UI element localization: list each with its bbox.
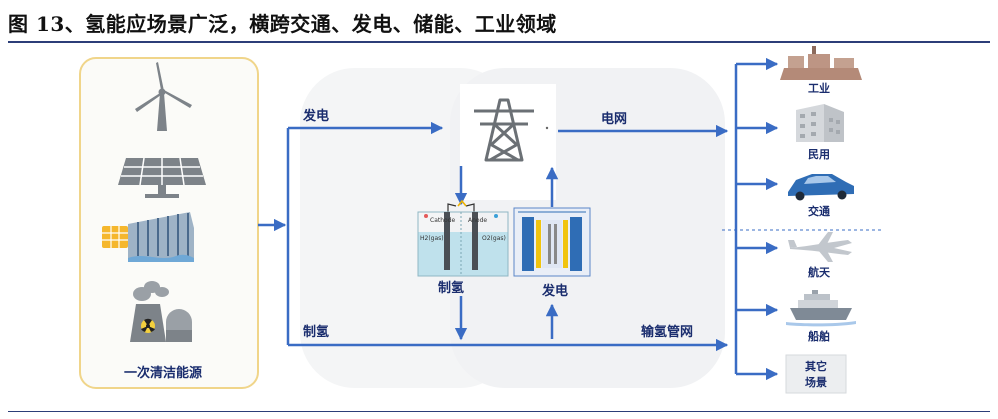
o2-gas-label: O2(gas) — [482, 235, 506, 242]
power-tower-icon — [474, 98, 534, 162]
electrolysis-cell-icon: Cathode Anode H2(gas) O2(gas) — [417, 199, 509, 277]
title-rule — [8, 41, 990, 43]
label-hydrogen-production: 制氢 — [303, 324, 329, 340]
clean-energy-label: 一次清洁能源 — [124, 365, 202, 381]
figure-title: 图 13、氢能应场景广泛，横跨交通、发电、储能、工业领域 — [8, 12, 557, 36]
cathode-label: Cathode — [430, 217, 456, 224]
industry-icon — [780, 46, 862, 80]
label-other-line1: 其它 — [805, 359, 827, 373]
label-power-generation: 发电 — [302, 108, 329, 124]
electrolysis-label: 制氢 — [438, 280, 464, 296]
label-shipping: 船舶 — [808, 329, 830, 343]
label-other-line2: 场景 — [805, 375, 827, 389]
ship-icon — [786, 290, 856, 327]
label-industry: 工业 — [808, 81, 830, 95]
fuel-cell-label: 发电 — [541, 283, 568, 299]
residential-icon — [796, 104, 844, 142]
bottom-rule — [8, 411, 990, 412]
nuclear-plant-icon — [130, 281, 192, 342]
hydro-dam-icon — [102, 212, 194, 262]
airplane-icon — [788, 232, 852, 262]
other-scenarios-box — [785, 354, 847, 394]
wind-turbine-icon — [135, 62, 192, 131]
h2-gas-label: H2(gas) — [420, 235, 444, 242]
car-icon — [788, 174, 854, 201]
label-residential: 民用 — [808, 148, 830, 161]
label-transport: 交通 — [808, 204, 830, 218]
anode-label: Anode — [468, 217, 487, 224]
solar-panel-icon — [118, 157, 206, 198]
label-grid: 电网 — [601, 111, 627, 127]
fuel-cell-icon — [513, 207, 591, 277]
label-aerospace: 航天 — [808, 265, 831, 279]
label-hydrogen-pipeline: 输氢管网 — [641, 324, 693, 340]
